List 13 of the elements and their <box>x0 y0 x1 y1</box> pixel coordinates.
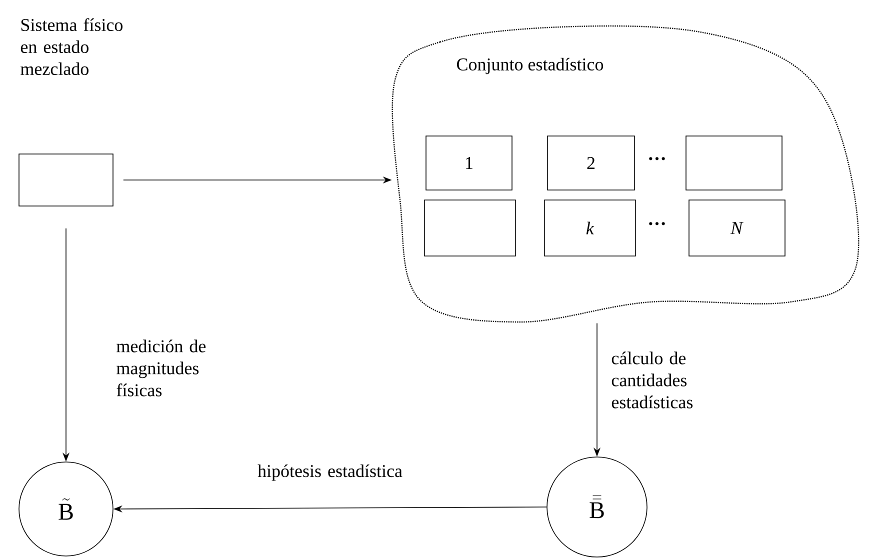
member-box: N <box>688 200 786 256</box>
ellipsis: ··· <box>649 157 665 160</box>
ellipsis: ··· <box>649 222 665 226</box>
member-box <box>424 200 516 256</box>
member-box: 2 <box>547 136 635 190</box>
edge-label: medición de magnitudes físicas <box>116 340 206 396</box>
heading: Sistema físico en estado mezclado <box>20 18 122 76</box>
edge-label: hipótesis estadística <box>258 464 402 481</box>
member-box <box>686 136 782 190</box>
member-box: k <box>544 200 636 256</box>
edge-label: cálculo de cantidades estadísticas <box>612 352 693 408</box>
member-box: 1 <box>426 136 512 190</box>
system-box <box>18 154 114 206</box>
